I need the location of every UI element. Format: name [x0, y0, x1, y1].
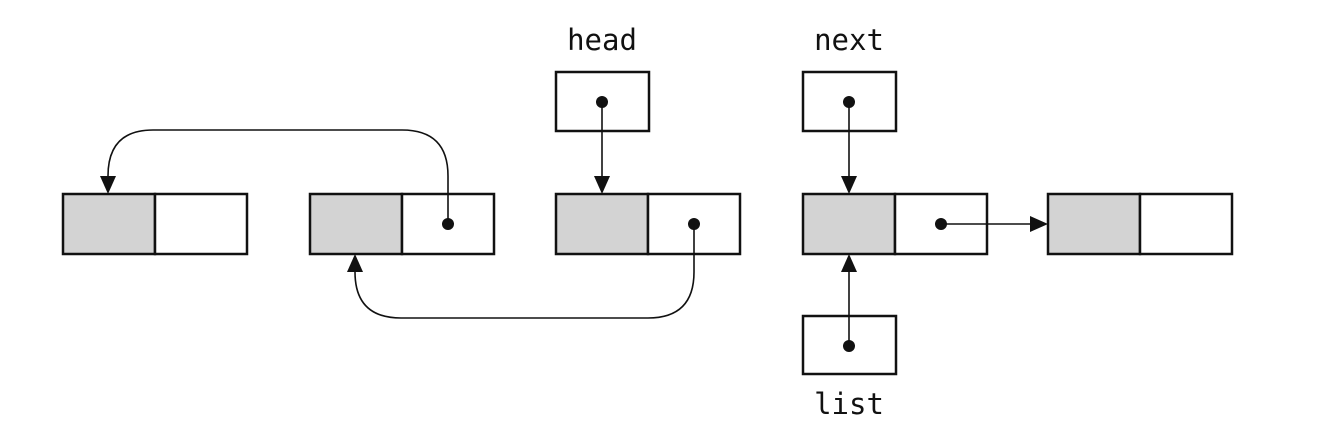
- list-arrowhead: [841, 254, 857, 272]
- head-variable: head: [554, 23, 651, 194]
- list-node-2: [308, 192, 496, 256]
- node-4-to-node-5-arrowhead: [1030, 216, 1048, 232]
- node-3-to-node-2-pointer: [347, 224, 695, 319]
- list-node-4: [801, 192, 989, 256]
- list-label: list: [814, 387, 884, 421]
- next-arrowhead: [841, 176, 857, 194]
- next-label: next: [814, 23, 884, 57]
- node-2-to-node-1-arrowhead: [100, 176, 116, 194]
- node-3-to-node-2-line: [354, 224, 695, 319]
- next-variable: next: [801, 23, 898, 194]
- head-label: head: [567, 23, 637, 57]
- node-3-data-cell: [554, 192, 650, 256]
- node-3-to-node-2-arrowhead: [347, 254, 363, 272]
- node-5-data-cell: [1046, 192, 1142, 256]
- node-5-next-cell: [1138, 192, 1234, 256]
- list-variable: list: [801, 254, 898, 421]
- node-2-to-node-1-pointer: [100, 129, 449, 224]
- node-4-data-cell: [801, 192, 897, 256]
- node-1-data-cell: [61, 192, 157, 256]
- head-arrowhead: [594, 176, 610, 194]
- node-1-next-cell: [153, 192, 249, 256]
- list-node-1: [61, 192, 249, 256]
- node-2-to-node-1-line: [107, 129, 449, 224]
- list-node-3: [554, 192, 742, 256]
- list-node-5: [1046, 192, 1234, 256]
- node-4-to-node-5-pointer: [941, 216, 1048, 232]
- node-2-data-cell: [308, 192, 404, 256]
